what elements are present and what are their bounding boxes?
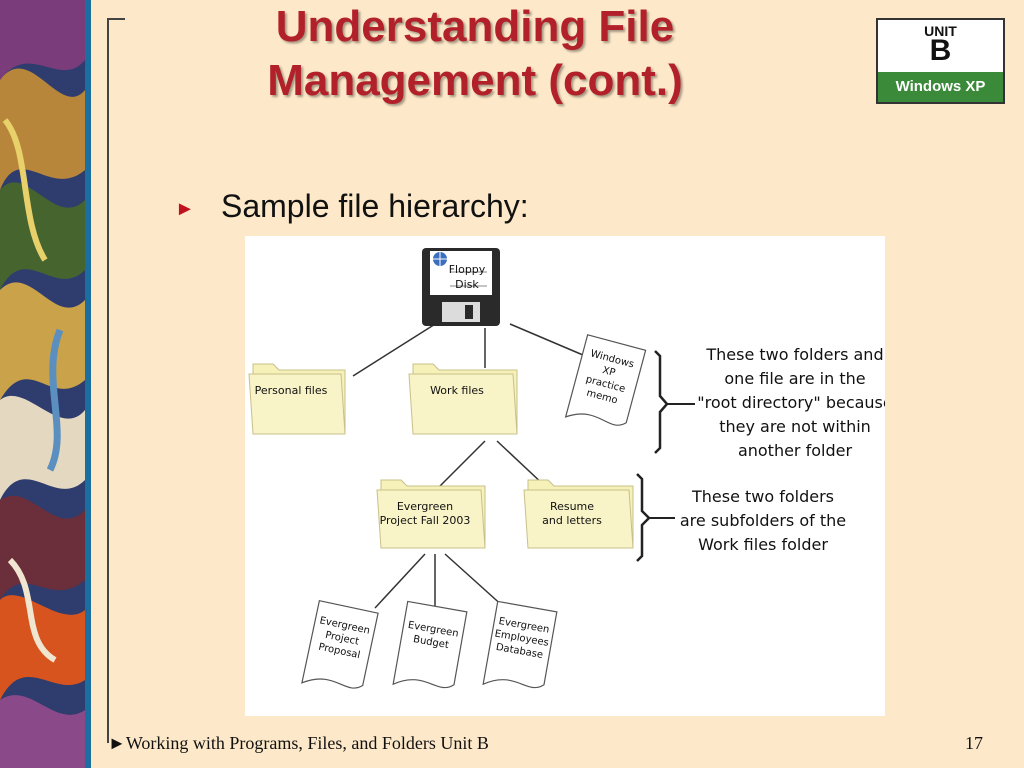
root-note-line3: "root directory" because — [697, 393, 885, 412]
memo-document-icon: Windows XP practice memo — [564, 334, 647, 426]
sub-note-line3: Work files folder — [698, 535, 828, 554]
root-brace — [654, 350, 669, 454]
folder-label-resume-line2: and letters — [542, 514, 602, 527]
sub-note-line2: are subfolders of the — [680, 511, 846, 530]
folder-label-personal: Personal files — [255, 384, 328, 397]
slide-title-line1: Understanding File — [275, 2, 675, 51]
folder-label-work: Work files — [430, 384, 484, 397]
root-note-line2: one file are in the — [724, 369, 865, 388]
slide-title: Understanding File Management (cont.) — [185, 0, 765, 108]
resume-folder-icon: Resume and letters — [523, 479, 634, 549]
folder-label-resume-line1: Resume — [550, 500, 594, 513]
root-note-line4: they are not within — [719, 417, 871, 436]
connector-lines — [352, 320, 591, 609]
subfolder-note: These two folders are subfolders of the … — [680, 487, 846, 554]
database-document-icon: Evergreen Employees Database — [482, 600, 558, 689]
bullet-triangle-icon: ► — [175, 198, 195, 220]
sub-brace — [636, 473, 651, 562]
floppy-label-line1: Floppy — [449, 263, 486, 276]
badge-unit-letter: B — [929, 34, 952, 67]
slide-title-line2: Management (cont.) — [267, 56, 683, 105]
folder-label-evergreen-line2: Project Fall 2003 — [380, 514, 471, 527]
frame-line-vertical — [107, 18, 109, 743]
evergreen-folder-icon: Evergreen Project Fall 2003 — [376, 479, 486, 549]
accent-bar — [85, 0, 91, 768]
file-hierarchy-diagram: Floppy Disk Personal files Work files Wi… — [245, 236, 893, 716]
floppy-disk-icon: Floppy Disk — [422, 248, 500, 326]
work-files-folder-icon: Work files — [408, 363, 518, 435]
root-note-line1: These two folders and — [705, 345, 883, 364]
memo-label-line2: XP — [601, 365, 616, 379]
unit-badge: UNIT B Windows XP — [876, 18, 1005, 104]
proposal-document-icon: Evergreen Project Proposal — [301, 599, 379, 689]
badge-bar — [878, 72, 1003, 102]
floppy-label-line2: Disk — [455, 278, 479, 291]
budget-document-icon: Evergreen Budget — [392, 600, 468, 689]
page-number: 17 — [965, 733, 983, 753]
badge-product-label: Windows XP — [895, 78, 986, 95]
frame-line-horizontal — [107, 18, 125, 20]
folder-label-evergreen-line1: Evergreen — [397, 500, 453, 513]
bullet-text: Sample file hierarchy: — [221, 188, 529, 224]
root-note-line5: another folder — [738, 441, 853, 460]
root-directory-note: These two folders and one file are in th… — [697, 345, 892, 460]
sub-note-line1: These two folders — [691, 487, 834, 506]
footer-text: ►Working with Programs, Files, and Folde… — [108, 733, 489, 753]
badge-unit-label: UNIT — [924, 23, 957, 39]
personal-files-folder-icon: Personal files — [248, 363, 346, 435]
decorative-painting — [0, 0, 85, 768]
